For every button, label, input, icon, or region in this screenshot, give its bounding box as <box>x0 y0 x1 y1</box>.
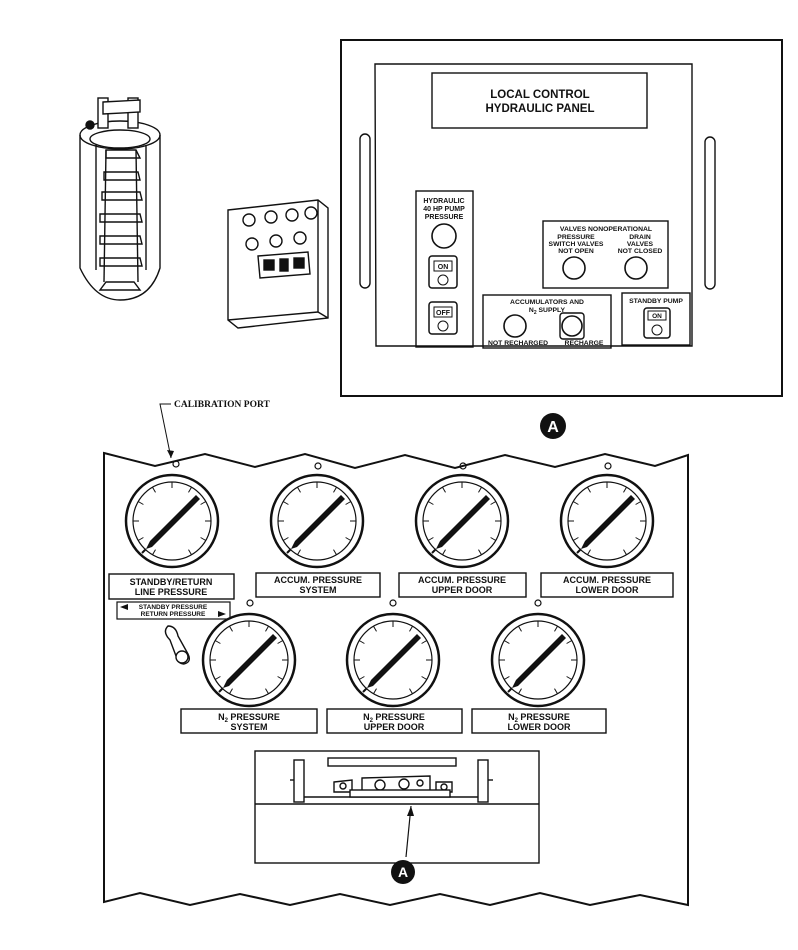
calibration-port-1 <box>172 460 180 468</box>
valves-right-line1: DRAIN <box>629 234 651 241</box>
valves-right-line3: NOT CLOSED <box>618 248 663 255</box>
not-recharged-label: NOT RECHARGED <box>488 340 548 347</box>
panel-nameplate <box>431 72 648 129</box>
gauge-label-plate-5 <box>180 708 318 734</box>
standby-pump-group-frame <box>621 292 691 346</box>
missile-silo-illustration <box>79 97 161 301</box>
pump-on-label: ON <box>438 264 449 271</box>
gauge-label-4-line2: LOWER DOOR <box>576 585 639 595</box>
n2-pressure-upper-door-gauge <box>345 612 441 708</box>
pump-group-frame <box>415 190 474 348</box>
calibration-port-4 <box>604 462 612 470</box>
gauge-label-plate-4 <box>540 572 674 598</box>
valves-left-line1: PRESSURE <box>557 234 595 241</box>
recharge-label: RECHARGE <box>565 340 604 347</box>
gauge-label-4-line1: ACCUM. PRESSURE <box>563 575 651 585</box>
valves-group-frame <box>542 220 669 289</box>
gauge-label-3-line1: ACCUM. PRESSURE <box>418 575 506 585</box>
gauge-label-7-line1: N2 PRESSURE <box>508 712 570 724</box>
gauge-label-plate-3 <box>398 572 527 598</box>
calibration-port-label: CALIBRATION PORT <box>174 400 270 410</box>
access-compartment <box>254 750 540 864</box>
calibration-port-6 <box>389 599 397 607</box>
left-mounting-slot <box>359 133 371 289</box>
calibration-port-5 <box>246 599 254 607</box>
calibration-port-7 <box>534 599 542 607</box>
standby-pump-on-button[interactable] <box>643 307 671 339</box>
gauge-label-5-line1: N2 PRESSURE <box>218 712 280 724</box>
accumulators-title-line2: N2 SUPPLY <box>529 307 566 316</box>
pressure-switch-valves-indicator-light <box>562 256 586 280</box>
gauge-label-plate-6 <box>326 708 463 734</box>
gauge-label-3-line2: UPPER DOOR <box>432 585 493 595</box>
gauge-label-6-line1: N2 PRESSURE <box>363 712 425 724</box>
standby-return-line-pressure-gauge <box>124 473 220 569</box>
accum-pressure-system-gauge <box>269 473 365 569</box>
panel-title-line2: HYDRAULIC PANEL <box>485 103 594 115</box>
gauge-label-1-line1: STANDBY/RETURN <box>130 577 213 587</box>
pump-group-title-line1: HYDRAULIC <box>423 198 464 205</box>
gauge-label-plate-1 <box>108 573 235 600</box>
drain-valves-indicator-light <box>624 256 648 280</box>
valves-left-line3: NOT OPEN <box>558 248 594 255</box>
valves-left-line2: SWITCH VALVES <box>549 241 604 248</box>
gauge-label-5-line2: SYSTEM <box>230 722 267 732</box>
gauge-label-plate-7 <box>471 708 607 734</box>
access-callout-badge <box>391 860 415 884</box>
gauge-label-7-line2: LOWER DOOR <box>508 722 571 732</box>
local-control-panel: LOCAL CONTROL HYDRAULIC PANEL HYDRAULIC … <box>340 39 783 439</box>
gauge-label-6-line2: UPPER DOOR <box>364 722 425 732</box>
right-mounting-slot <box>704 136 716 290</box>
gauge-panel: CALIBRATION PORT STANDBY/RETURN LINE PRE… <box>103 400 689 907</box>
accum-pressure-lower-door-gauge <box>559 473 655 569</box>
pump-off-label: OFF <box>436 310 451 317</box>
pressure-selector-handle[interactable] <box>164 625 191 665</box>
access-callout-letter: A <box>398 864 408 880</box>
standby-pump-on-label: ON <box>652 313 662 320</box>
standby-pump-title: STANDBY PUMP <box>629 298 683 305</box>
pump-group-title-line2: 40 HP PUMP <box>423 206 465 213</box>
calibration-port-3 <box>459 462 467 470</box>
pump-off-button[interactable] <box>428 301 458 335</box>
n2-pressure-lower-door-gauge <box>490 612 586 708</box>
selector-return-label: RETURN PRESSURE <box>141 611 206 618</box>
panel-title-line1: LOCAL CONTROL <box>490 89 589 101</box>
accumulators-group-frame <box>482 294 612 349</box>
pump-group-title-line3: PRESSURE <box>425 214 464 221</box>
detail-callout-badge <box>540 413 566 439</box>
valves-group-title: VALVES NONOPERATIONAL <box>560 226 652 233</box>
gauge-label-2-line2: SYSTEM <box>299 585 336 595</box>
gauge-label-2-line1: ACCUM. PRESSURE <box>274 575 362 585</box>
accumulators-title-line1: ACCUMULATORS AND <box>510 299 584 306</box>
valves-right-line2: VALVES <box>627 241 654 248</box>
selector-standby-label: STANDBY PRESSURE <box>139 604 208 611</box>
recharge-button[interactable] <box>559 312 585 340</box>
control-cabinet-illustration <box>227 199 329 329</box>
not-recharged-indicator-light <box>503 314 527 338</box>
accum-pressure-upper-door-gauge <box>414 473 510 569</box>
gauge-panel-outline <box>103 451 689 907</box>
n2-pressure-system-gauge <box>201 612 297 708</box>
pump-on-button[interactable] <box>428 255 458 289</box>
gauge-label-plate-2 <box>255 572 381 598</box>
calibration-port-2 <box>314 462 322 470</box>
pump-pressure-indicator-light <box>431 223 457 249</box>
detail-callout-letter: A <box>547 419 559 436</box>
pressure-selector-plate <box>116 601 231 620</box>
gauge-label-1-line2: LINE PRESSURE <box>135 587 208 597</box>
